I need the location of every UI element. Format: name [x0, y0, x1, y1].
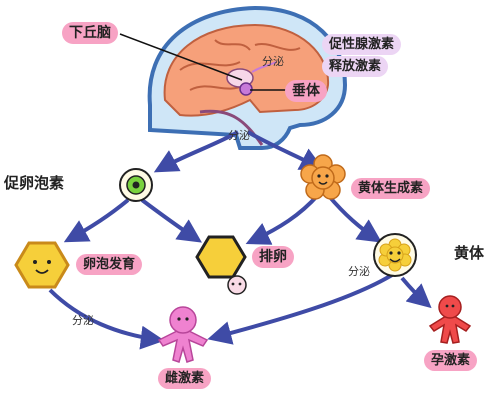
fsh-cell-icon [119, 168, 153, 202]
secrete-label-pituitary: 分泌 [228, 129, 250, 142]
secrete-label-top: 分泌 [262, 55, 284, 68]
ovulation-hexagon-icon [195, 235, 247, 279]
secrete-label-luteum: 分泌 [348, 265, 370, 278]
follicle-development-label: 卵泡发育 [76, 254, 143, 275]
progesterone-figure-icon [428, 295, 472, 344]
lh-flower-icon [300, 154, 346, 200]
pituitary-label: 垂体 [285, 80, 327, 102]
estrogen-figure-icon [157, 306, 209, 363]
fsh-label: 促卵泡素 [4, 174, 65, 192]
gnrh-label-line2: 释放激素 [322, 56, 389, 77]
egg-icon [227, 275, 247, 295]
ovulation-label: 排卵 [252, 246, 294, 268]
hypothalamus-label: 下丘脑 [62, 22, 118, 44]
secrete-label-follicle: 分泌 [72, 314, 94, 327]
gnrh-label-line1: 促性腺激素 [322, 34, 402, 55]
corpus-luteum-icon [373, 233, 417, 277]
brain-illustration [147, 5, 348, 150]
estrogen-label: 雌激素 [158, 368, 212, 389]
corpus-luteum-label: 黄体 [454, 244, 485, 262]
pituitary-gland [239, 82, 253, 96]
follicle-hexagon-icon [14, 241, 70, 289]
lh-label: 黄体生成素 [351, 178, 431, 199]
progesterone-label: 孕激素 [424, 350, 478, 371]
